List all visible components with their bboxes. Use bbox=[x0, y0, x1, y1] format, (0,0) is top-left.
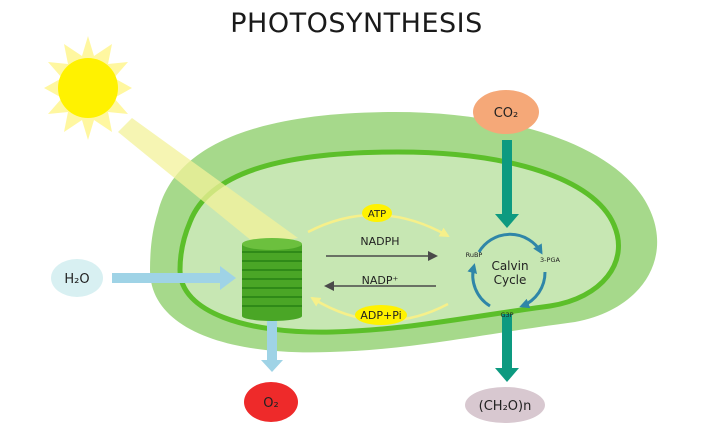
diagram-title: PHOTOSYNTHESIS bbox=[230, 8, 483, 39]
oxygen-label: O₂ bbox=[263, 396, 278, 411]
water-bubble: H₂O bbox=[51, 259, 103, 297]
water-label: H₂O bbox=[64, 272, 89, 287]
pga-label: 3-PGA bbox=[540, 256, 560, 264]
co2-arrowhead bbox=[495, 214, 519, 228]
calvin-label-line1: Calvin bbox=[491, 259, 528, 273]
g3p-label: G3P bbox=[500, 311, 513, 319]
nadp-label: NADP⁺ bbox=[362, 274, 399, 287]
water-arrow bbox=[112, 273, 222, 283]
calvin-label-line2: Cycle bbox=[494, 273, 527, 287]
atp-label: ATP bbox=[368, 209, 386, 220]
sunlight-beam bbox=[118, 118, 298, 246]
carbohydrate-arrow bbox=[502, 314, 512, 370]
cycle-arrow-right bbox=[519, 271, 547, 309]
water-arrowhead bbox=[220, 266, 236, 290]
sun-icon bbox=[44, 36, 132, 140]
carbohydrate-bubble: (CH₂O)n bbox=[465, 387, 545, 423]
rubp-label: RuBP bbox=[466, 251, 483, 259]
co2-label: CO₂ bbox=[494, 106, 519, 121]
nadph-label: NADPH bbox=[360, 235, 399, 248]
thylakoid-stack bbox=[242, 238, 302, 321]
co2-arrow bbox=[502, 140, 512, 216]
oxygen-arrow bbox=[267, 318, 277, 362]
co2-bubble: CO₂ bbox=[473, 90, 539, 134]
carbohydrate-label: (CH₂O)n bbox=[479, 399, 532, 414]
atp-badge: ATP bbox=[362, 204, 392, 222]
cycle-arrow-left bbox=[467, 263, 491, 308]
adp-pi-label: ADP+Pi bbox=[360, 309, 401, 322]
cycle-arrow-top bbox=[477, 232, 543, 255]
adp-pi-badge: ADP+Pi bbox=[355, 305, 407, 325]
carbohydrate-arrowhead bbox=[495, 368, 519, 382]
oxygen-bubble: O₂ bbox=[244, 382, 298, 422]
calvin-cycle: Calvin Cycle RuBP 3-PGA G3P bbox=[466, 232, 560, 319]
oxygen-arrowhead bbox=[261, 360, 283, 372]
